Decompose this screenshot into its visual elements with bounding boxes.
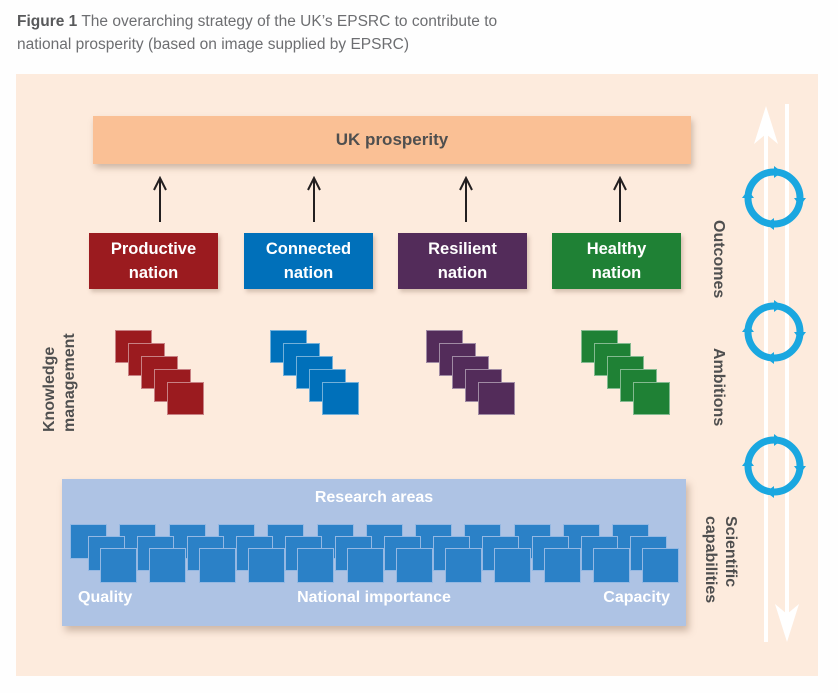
ambitions-label: Ambitions	[710, 348, 727, 427]
research-area-square	[346, 548, 384, 583]
ambition-square	[322, 382, 359, 415]
label-line2: management	[61, 333, 78, 432]
figure-caption: Figure 1 The overarching strategy of the…	[17, 10, 547, 56]
down-rail	[785, 104, 789, 630]
research-areas-title: Research areas	[314, 489, 434, 506]
up-rail	[764, 118, 768, 642]
uk-prosperity-box: UK prosperity	[93, 116, 691, 164]
research-area-square	[198, 548, 236, 583]
nation-label-line1: Productive	[110, 240, 197, 258]
resilient-nation-box: Resilient nation	[398, 233, 527, 289]
ambition-square	[478, 382, 515, 415]
research-area-square	[297, 548, 335, 583]
healthy-nation-box: Healthy nation	[552, 233, 681, 289]
cycle-icon	[742, 434, 806, 498]
nation-label-line2: nation	[128, 264, 179, 282]
nation-label-line2: nation	[437, 264, 488, 282]
capacity-label: Capacity	[603, 589, 670, 606]
research-area-square	[543, 548, 581, 583]
research-area-square	[445, 548, 483, 583]
national-importance-label: National importance	[297, 589, 451, 606]
arrow-up-icon	[459, 176, 473, 222]
productive-nation-box: Productive nation	[89, 233, 218, 289]
research-area-square	[149, 548, 187, 583]
nation-label-line1: Connected	[265, 240, 352, 258]
arrow-up-icon	[613, 176, 627, 222]
arrow-up-icon	[754, 106, 778, 144]
research-area-square	[100, 548, 137, 583]
nation-label-line2: nation	[283, 264, 334, 282]
ambition-square	[633, 382, 670, 415]
research-area-square	[494, 548, 532, 583]
figure-caption-text: The overarching strategy of the UK’s EPS…	[17, 13, 498, 53]
research-area-square	[593, 548, 630, 583]
research-area-square	[642, 548, 680, 583]
quality-label: Quality	[78, 589, 133, 606]
nation-label-line1: Healthy	[586, 240, 647, 258]
outcomes-label: Outcomes	[710, 220, 727, 299]
cycle-icon	[742, 300, 806, 364]
connected-nation-box: Connected nation	[244, 233, 373, 289]
figure-label: Figure 1	[17, 13, 78, 30]
label-line2: capabilities	[702, 516, 719, 604]
nation-label-line1: Resilient	[428, 240, 497, 258]
research-area-square	[247, 548, 285, 583]
ambition-square	[167, 382, 204, 415]
cycle-icon	[742, 166, 806, 230]
label-line1: Scientific	[722, 516, 739, 588]
scientific-capabilities-label: Scientific capabilities	[700, 516, 740, 603]
knowledge-management-label: Knowledge management	[40, 333, 80, 432]
arrow-up-icon	[153, 176, 167, 222]
research-area-square	[395, 548, 433, 583]
research-areas-box: Research areas Quality National importan…	[62, 479, 686, 626]
label-line1: Knowledge	[41, 346, 58, 432]
arrow-up-icon	[307, 176, 321, 222]
arrow-down-icon	[775, 604, 799, 642]
nation-label-line2: nation	[591, 264, 642, 282]
